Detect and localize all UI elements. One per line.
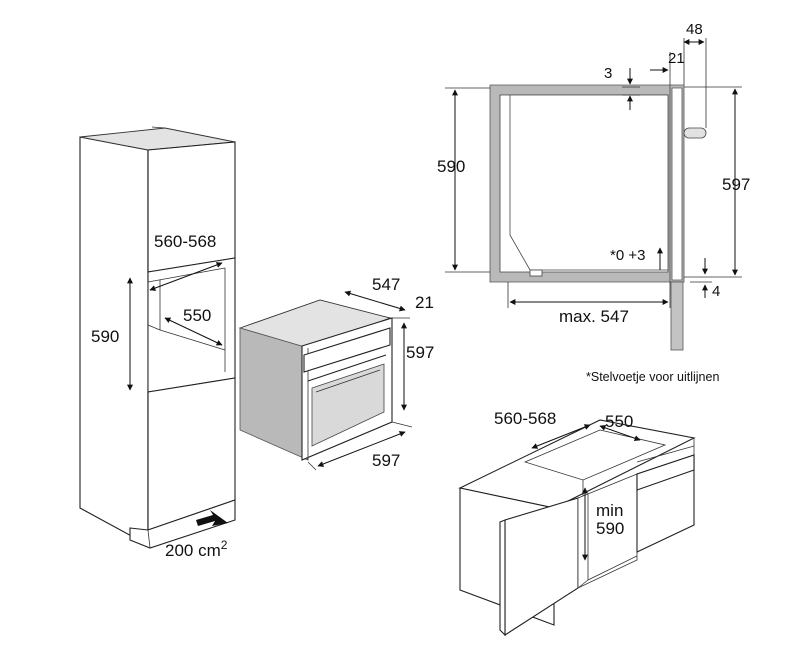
counter-niche-width-label: 560-568 bbox=[494, 409, 556, 428]
tall-niche-width-label: 560-568 bbox=[154, 232, 216, 251]
oven-depth-label: 547 bbox=[372, 275, 400, 294]
oven-width-arrow bbox=[317, 431, 406, 467]
niche-width-arrow bbox=[149, 262, 223, 291]
counter-min-height-label: 590 bbox=[596, 519, 624, 538]
oven-depth-arrow bbox=[344, 290, 406, 312]
oven-width-label: 597 bbox=[372, 451, 400, 470]
footnote: *Stelvoetje voor uitlijnen bbox=[586, 370, 719, 384]
ventilation-area-label: 200 cm2 bbox=[165, 538, 228, 560]
front-offset-label: 48 bbox=[686, 21, 703, 38]
ventilation-arrow-icon bbox=[196, 510, 228, 526]
side-oven-height-label: 597 bbox=[722, 175, 750, 194]
top-gap-label: 3 bbox=[604, 65, 612, 82]
side-niche-height-label: 590 bbox=[437, 157, 465, 176]
counter-niche-depth-arrow bbox=[599, 424, 641, 442]
tall-cabinet-drawing bbox=[79, 126, 236, 549]
counter-niche-depth-label: 550 bbox=[605, 412, 633, 431]
tall-niche-height-label: 590 bbox=[91, 327, 119, 346]
counter-cabinet-drawing bbox=[458, 419, 696, 637]
tall-niche-depth-label: 550 bbox=[183, 306, 211, 325]
counter-niche-width-arrow bbox=[531, 424, 591, 449]
foot-adjust-label: *0 +3 bbox=[610, 247, 645, 264]
bottom-gap-label: 4 bbox=[712, 283, 720, 300]
max-depth-label: max. 547 bbox=[559, 307, 629, 326]
oven-height-label: 597 bbox=[406, 343, 434, 362]
oven-drawing bbox=[238, 299, 393, 461]
side-section-drawing bbox=[489, 84, 707, 351]
niche-depth-arrow bbox=[164, 317, 223, 346]
oven-front-thickness-label: 21 bbox=[415, 293, 434, 312]
panel-offset-label: 21 bbox=[668, 50, 685, 67]
counter-min-label: min bbox=[596, 501, 623, 520]
